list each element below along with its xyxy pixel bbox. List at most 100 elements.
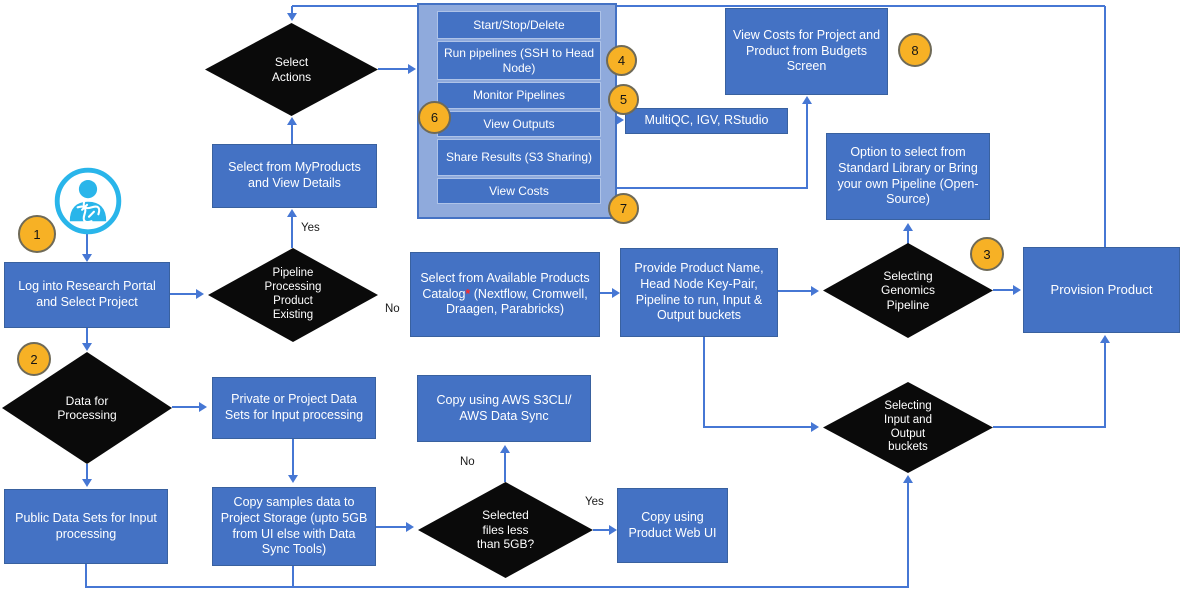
step-copy-samples-box: Copy samples data to Project Storage (up… (212, 487, 376, 566)
step-provision-box: Provision Product (1023, 247, 1180, 333)
marker-number: 7 (619, 201, 628, 216)
arrowhead (199, 402, 207, 412)
marker-number: 1 (33, 226, 41, 242)
step-login-box: Log into Research Portal and Select Proj… (4, 262, 170, 328)
edge-data-public (86, 464, 88, 480)
step-catalog-label: Select from Available Products Catalog* … (417, 271, 593, 318)
arrowhead (811, 422, 819, 432)
edge-label-no: No (460, 456, 475, 468)
menu-item-view-costs: View Costs (437, 178, 601, 204)
edge-genomics-provision (993, 289, 1014, 291)
edge-label-no: No (385, 303, 400, 315)
arrowhead (1100, 335, 1110, 343)
menu-item-label: Run pipelines (SSH to Head Node) (443, 46, 595, 75)
marker-2: 2 (17, 342, 51, 376)
step-tools-box: MultiQC, IGV, RStudio (625, 108, 788, 134)
arrowhead (82, 479, 92, 487)
edge-files-webui (593, 529, 610, 531)
decision-label: Selecting Input and Output buckets (884, 399, 932, 454)
arrowhead (1013, 285, 1021, 295)
decision-input-output: Selecting Input and Output buckets (823, 382, 993, 473)
edge-provide-io-v (703, 337, 705, 428)
step-copy-s3cli-label: Copy using AWS S3CLI/ AWS Data Sync (436, 392, 572, 423)
arrowhead (82, 343, 92, 351)
step-budgets-label: View Costs for Project and Product from … (732, 28, 881, 74)
arrowhead (196, 289, 204, 299)
step-copy-s3cli-box: Copy using AWS S3CLI/ AWS Data Sync (417, 375, 591, 442)
edge-viewcosts-budgets-h (617, 187, 808, 189)
arrowhead (903, 223, 913, 231)
step-copy-samples-label: Copy samples data to Project Storage (up… (220, 495, 368, 557)
decision-label: Pipeline Processing Product Existing (264, 267, 322, 321)
marker-number: 3 (983, 246, 991, 262)
edge-catalog-provide (600, 292, 613, 294)
decision-label: Select Actions (271, 55, 312, 84)
step-provide-label: Provide Product Name, Head Node Key-Pair… (634, 261, 764, 323)
arrowhead (612, 288, 620, 298)
menu-item-view-outputs: View Outputs (437, 111, 601, 137)
arrowhead (802, 96, 812, 104)
marker-number: 5 (619, 92, 628, 107)
marker-number: 2 (30, 351, 38, 367)
marker-number: 8 (911, 42, 919, 58)
edge-provision-loop-v (1104, 6, 1106, 247)
step-private-data-box: Private or Project Data Sets for Input p… (212, 377, 376, 439)
edge-pipeline-myproducts (291, 215, 293, 248)
arrowhead (609, 525, 617, 535)
required-asterisk: * (465, 286, 471, 301)
arrowhead (903, 475, 913, 483)
edge-person-login (86, 234, 88, 256)
edge-io-provision-h (993, 426, 1106, 428)
edge-label-yes: Yes (585, 496, 604, 508)
arrowhead (811, 286, 819, 296)
edge-private-copysamples (292, 439, 294, 476)
edge-copysamples-files (376, 526, 407, 528)
menu-item-label: View Costs (489, 183, 549, 198)
step-public-data-box: Public Data Sets for Input processing (4, 489, 168, 564)
decision-genomics-pipeline: Selecting Genomics Pipeline (823, 243, 993, 338)
marker-number: 6 (430, 110, 439, 125)
menu-item-label: Start/Stop/Delete (473, 17, 565, 32)
step-budgets-box: View Costs for Project and Product from … (725, 8, 888, 95)
arrowhead (406, 522, 414, 532)
marker-1: 1 (18, 215, 56, 253)
edge-files-s3cli (504, 452, 506, 482)
step-copy-webui-label: Copy using Product Web UI (628, 509, 717, 540)
edge-io-provision-v (1104, 342, 1106, 427)
edge-loop-selectactions (291, 6, 293, 14)
arrowhead (408, 64, 416, 74)
step-tools-label: MultiQC, IGV, RStudio (644, 113, 769, 128)
step-option-library-box: Option to select from Standard Library o… (826, 133, 990, 220)
decision-label: Selecting Genomics Pipeline (880, 268, 936, 312)
marker-number: 4 (617, 53, 626, 68)
arrowhead (287, 209, 297, 217)
edge-public-bottom (85, 564, 87, 588)
edge-login-pipeline (170, 293, 197, 295)
edge-viewcosts-budgets-v (806, 103, 808, 189)
edge-copysamples-bottom (292, 566, 294, 588)
edge-selectactions-menu (378, 68, 409, 70)
edge-login-data (86, 328, 88, 344)
arrowhead (616, 115, 624, 125)
person-with-dna-icon (54, 167, 122, 235)
step-catalog-box: Select from Available Products Catalog* … (410, 252, 600, 337)
menu-item-label: View Outputs (483, 116, 555, 131)
menu-item-share-results: Share Results (S3 Sharing) (437, 139, 601, 176)
edge-genomics-option (907, 230, 909, 244)
menu-item-label: Share Results (S3 Sharing) (445, 150, 593, 165)
edge-myproducts-selectactions (291, 124, 293, 144)
step-provision-label: Provision Product (1050, 281, 1153, 297)
decision-label: Data for Processing (57, 393, 117, 422)
actions-menu-panel: Start/Stop/Delete Run pipelines (SSH to … (417, 3, 617, 219)
step-private-data-label: Private or Project Data Sets for Input p… (224, 392, 364, 422)
step-public-data-label: Public Data Sets for Input processing (15, 510, 157, 541)
edge-data-private (172, 406, 200, 408)
edge-provision-loop-h (292, 5, 1105, 7)
marker-3: 3 (970, 237, 1004, 271)
marker-6: 6 (418, 101, 451, 134)
step-myproducts-box: Select from MyProducts and View Details (212, 144, 377, 208)
menu-item-monitor-pipelines: Monitor Pipelines (437, 82, 601, 109)
menu-item-label: Monitor Pipelines (472, 88, 566, 103)
edge-bottom-io-v (907, 482, 909, 588)
